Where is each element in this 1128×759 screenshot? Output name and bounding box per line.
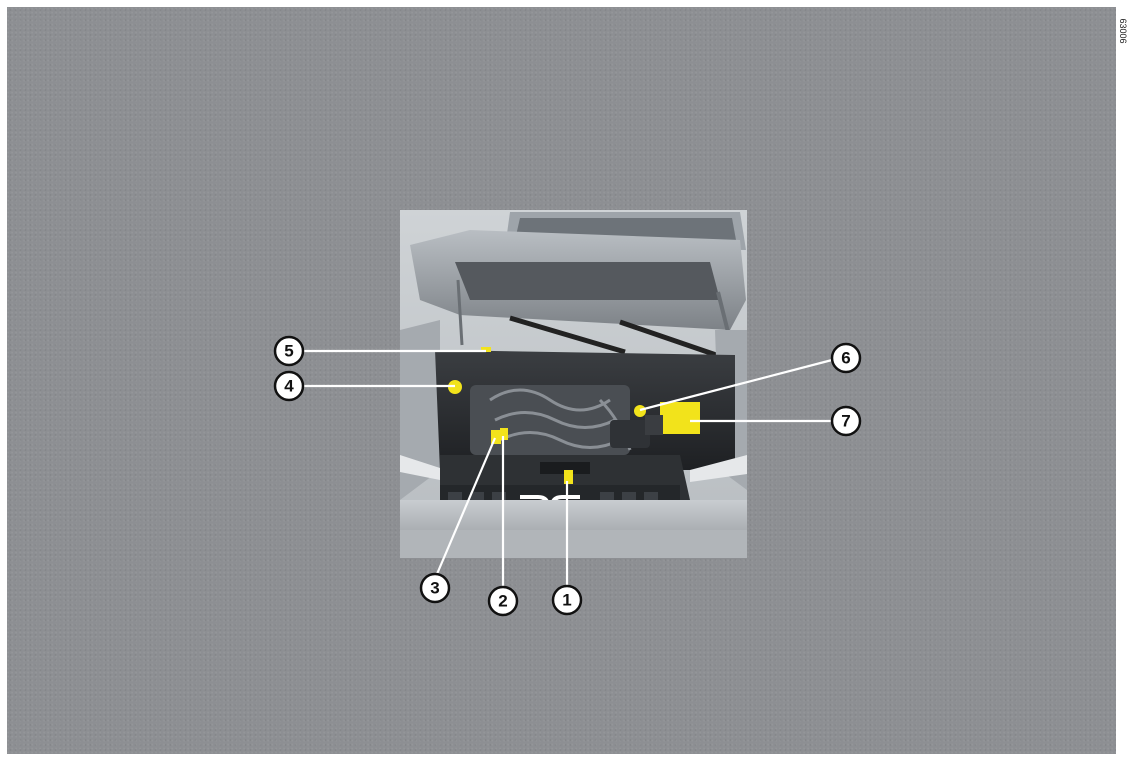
callout-badge-1: 1 [551,584,583,616]
lower-bumper [400,530,747,558]
component-2 [500,428,508,440]
hood-underside [455,262,720,300]
component-1 [564,470,573,484]
vehicle-illustration [400,210,747,558]
left-headlight [400,455,440,480]
callout-label-3: 3 [430,579,439,598]
callout-badge-7: 7 [830,405,862,437]
right-headlight [690,455,747,482]
component-5 [481,347,491,352]
hood-strut [456,279,464,346]
cross-member-cover [540,462,590,474]
callout-label-6: 6 [841,349,850,368]
leader-lines [303,349,833,586]
air-intake [610,420,650,448]
callout-badge-2: 2 [487,585,519,617]
leader-line-3 [435,437,497,575]
left-fender [400,320,440,500]
figure-reference-code: 63006 [1117,6,1128,56]
callout-label-4: 4 [284,377,294,396]
reservoir-cap-6 [634,405,646,417]
callout-label-2: 2 [498,592,507,611]
engine-block [470,385,630,455]
battery-bracket [645,415,663,435]
callout-badge-5: 5 [273,335,305,367]
callout-label-7: 7 [841,412,850,431]
leader-line-6 [639,358,833,412]
callout-badge-6: 6 [830,342,862,374]
battery [660,402,700,434]
wiper-right [619,319,726,361]
component-3 [491,430,501,444]
callout-label-1: 1 [562,591,571,610]
callout-label-5: 5 [284,342,293,361]
wiper-left [509,315,626,355]
callout-badge-3: 3 [419,572,451,604]
callout-badge-4: 4 [273,370,305,402]
